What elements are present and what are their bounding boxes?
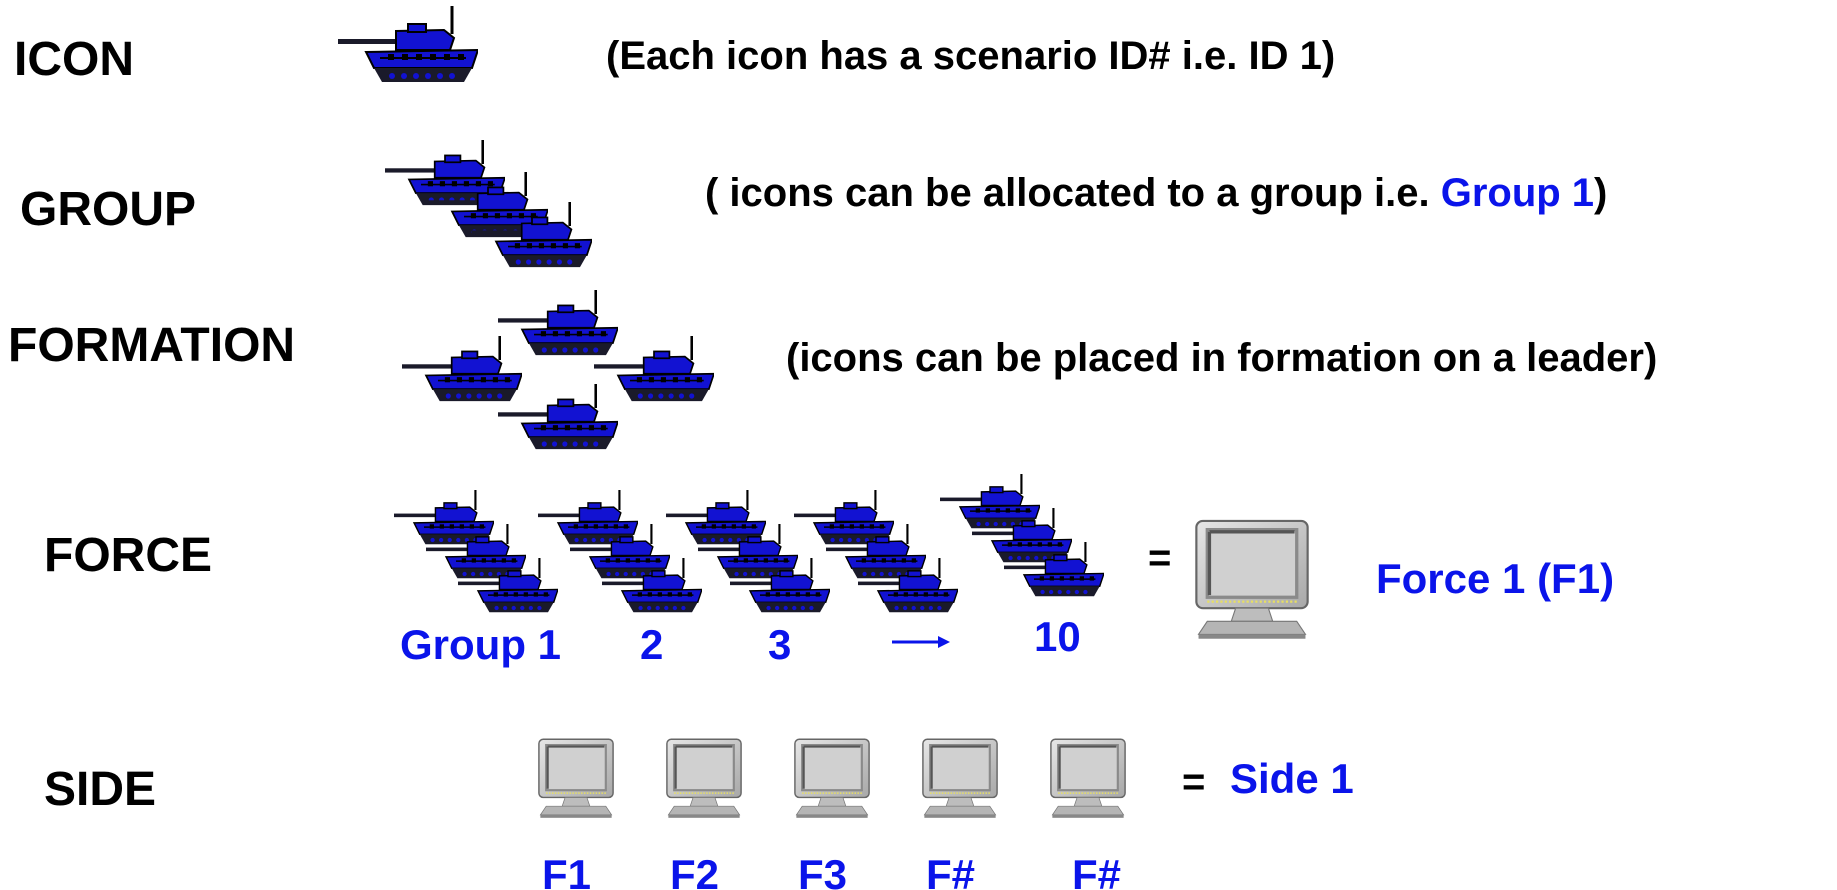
tank-icon [338,6,478,90]
tank-icon [498,384,618,456]
tank-icon [602,558,702,618]
force-group-label-2: 2 [640,621,664,668]
force-result: Force 1 (F1) [1376,555,1615,602]
side-force-label-2: F2 [670,851,720,890]
side-force-label-1: F1 [542,851,592,890]
tank-icon [472,202,592,274]
icon-description: (Each icon has a scenario ID# i.e. ID 1) [606,34,1336,78]
tank-icon [1004,542,1104,602]
side-force-label-3: F3 [798,851,848,890]
right-arrow-icon [892,636,950,648]
computer-monitor-icon [664,736,744,824]
tank-icon [458,558,558,618]
side-result: Side 1 [1230,755,1354,802]
group-description-text: ( icons can be allocated to a group i.e. [705,171,1441,215]
force-equals: = [1148,536,1172,580]
tank-icon [730,558,830,618]
group-description: ( icons can be allocated to a group i.e.… [705,173,1607,213]
tank-icon [858,558,958,618]
force-group-label-10: 10 [1034,613,1081,660]
formation-description: (icons can be placed in formation on a l… [786,336,1658,380]
side-force-label-4: F# [926,851,976,890]
row-label-force: FORCE [44,529,212,582]
force-group-label-1: Group 1 [400,621,562,668]
side-force-label-5: F# [1072,851,1122,890]
force-group-label-3: 3 [768,621,792,668]
side-equals: = [1182,760,1206,804]
computer-monitor-icon [536,736,616,824]
computer-monitor-icon [1192,516,1312,648]
row-label-icon: ICON [14,33,134,86]
computer-monitor-icon [792,736,872,824]
row-label-group: GROUP [20,183,197,236]
computer-monitor-icon [920,736,1000,824]
row-label-side: SIDE [44,763,157,816]
group-description-close: ) [1594,171,1608,215]
computer-monitor-icon [1048,736,1128,824]
group-description-highlight: Group 1 [1440,171,1595,215]
row-label-formation: FORMATION [8,319,296,372]
